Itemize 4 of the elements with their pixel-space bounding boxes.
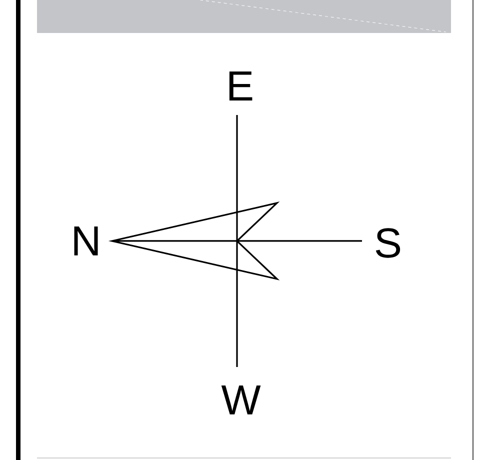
direction-label: S <box>376 228 400 258</box>
direction-label: N <box>74 226 98 256</box>
direction-label: E <box>229 72 252 100</box>
direction-label: W <box>221 386 261 414</box>
